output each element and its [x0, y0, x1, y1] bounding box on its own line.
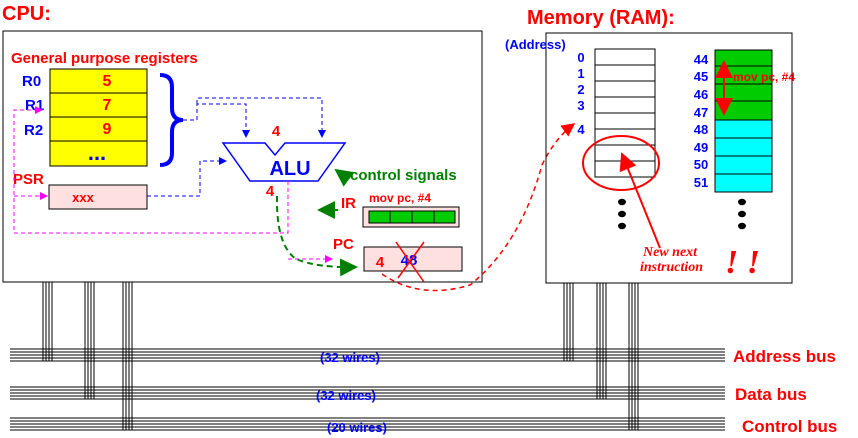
address-44: 44 — [694, 52, 709, 67]
register-r1-value: 7 — [103, 97, 112, 114]
alu-label: ALU — [269, 158, 310, 180]
register-r2-name: R2 — [24, 122, 43, 139]
psr-value: xxx — [72, 190, 94, 205]
address-header: (Address) — [505, 37, 566, 52]
register-block — [49, 68, 148, 167]
pc-to-memory-arrow — [381, 123, 576, 292]
gp-registers-title: General purpose registers — [11, 50, 198, 67]
address-49: 49 — [694, 140, 708, 155]
alu-feedback-loop — [13, 106, 289, 234]
next-instruction-highlight — [582, 135, 660, 191]
ir-instruction: mov pc, #4 — [369, 191, 431, 205]
annotation-line1: New next — [642, 245, 698, 260]
ir-register — [362, 206, 460, 228]
address-4: 4 — [577, 122, 585, 137]
alu-input-value: 4 — [272, 123, 281, 140]
memory-low-cells — [594, 48, 656, 178]
memory-instruction-label: mov pc, #4 — [733, 70, 795, 84]
control-bus-label: Control bus — [742, 417, 837, 436]
register-more-value: ... — [88, 140, 106, 165]
brace-to-alu-left — [183, 103, 250, 138]
psr-box — [48, 184, 148, 210]
address-2: 2 — [577, 82, 584, 97]
annotation-arrow — [619, 152, 661, 249]
cpu-title: CPU: — [2, 3, 51, 25]
alu-output-value: 4 — [266, 183, 275, 200]
address-3: 3 — [577, 98, 584, 113]
pc-new-value: 4 — [376, 254, 385, 271]
memory-high-cells — [714, 49, 773, 193]
register-r0-name: R0 — [22, 73, 41, 90]
memory-box — [545, 32, 793, 284]
address-45: 45 — [694, 69, 708, 84]
brace-to-alu-right — [196, 97, 326, 138]
control-signals-arrow — [334, 168, 355, 187]
psr-label: PSR — [13, 171, 44, 188]
address-48: 48 — [694, 122, 708, 137]
bus-lines — [10, 282, 725, 431]
address-bus-wires: (32 wires) — [320, 350, 380, 365]
address-51: 51 — [694, 175, 708, 190]
register-brace — [159, 73, 184, 167]
ir-label: IR — [341, 195, 356, 212]
pc-old-value-strikeout — [395, 241, 425, 283]
address-0: 0 — [577, 50, 584, 65]
alu-shape — [221, 142, 347, 182]
data-bus-wires: (32 wires) — [316, 388, 376, 403]
psr-to-alu — [147, 157, 227, 197]
cpu-box — [2, 30, 483, 283]
address-bus-label: Address bus — [733, 347, 836, 366]
memory-title: Memory (RAM): — [527, 7, 675, 29]
register-r1-name: R1 — [25, 97, 44, 114]
address-47: 47 — [694, 105, 708, 120]
pc-label: PC — [333, 236, 354, 253]
annotation-exclaim: ! ! — [725, 244, 760, 281]
control-bus-wires: (20 wires) — [327, 420, 387, 435]
register-r2-value: 9 — [103, 121, 112, 138]
address-50: 50 — [694, 157, 708, 172]
register-r0-value: 5 — [103, 73, 112, 90]
annotation-line2: instruction — [640, 260, 703, 275]
data-bus-label: Data bus — [735, 385, 807, 404]
memory-high-ellipsis — [738, 198, 746, 230]
control-signals-label: control signals — [350, 167, 457, 184]
alu-output-to-pc — [275, 195, 358, 277]
address-1: 1 — [577, 66, 584, 81]
memory-low-ellipsis — [618, 198, 626, 230]
address-46: 46 — [694, 87, 708, 102]
